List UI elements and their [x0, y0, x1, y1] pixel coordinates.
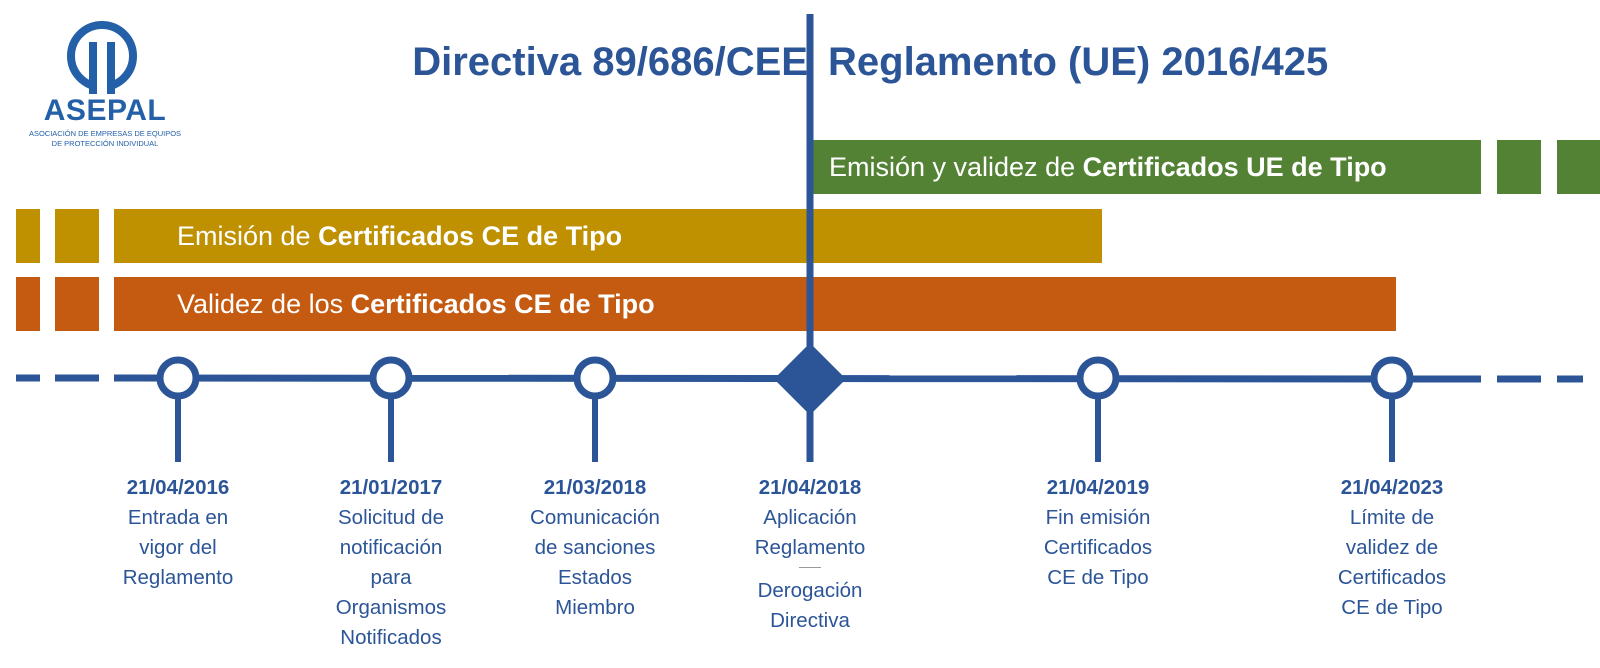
milestone-5-description: Fin emisión Certificados CE de Tipo: [1043, 506, 1153, 589]
milestone-5-date: 21/04/2019: [1046, 476, 1150, 499]
milestone-4-separator: [799, 567, 821, 576]
bar-ce-emission-dash-1: [16, 209, 40, 263]
milestone-4-date: 21/04/2018: [758, 476, 862, 499]
milestone-marker-3: [573, 356, 617, 400]
milestone-6: 21/04/2023 Límite de validez de Certific…: [1297, 473, 1487, 623]
bar-ce-emission-prefix: Emisión de: [177, 221, 319, 251]
milestone-6-date: 21/04/2023: [1340, 476, 1444, 499]
bar-ce-validity-dash-2: [55, 277, 99, 331]
heading-directive: Directiva 89/686/CEE: [412, 40, 808, 84]
milestone-2-date: 21/01/2017: [339, 476, 443, 499]
milestone-1: 21/04/2016 Entrada en vigor del Reglamen…: [83, 473, 273, 593]
bar-ce-validity-label: Validez de los Certificados CE de Tipo: [177, 277, 655, 331]
milestone-3-description: Comunicación de sanciones Estados Miembr…: [530, 506, 660, 619]
bar-ue-certificates: Emisión y validez de Certificados UE de …: [811, 140, 1481, 194]
milestone-3-date: 21/03/2018: [543, 476, 647, 499]
milestone-2: 21/01/2017 Solicitud de notificación par…: [296, 473, 486, 653]
bar-ce-validity-prefix: Validez de los: [177, 289, 351, 319]
milestone-marker-5: [1076, 356, 1120, 400]
milestone-3: 21/03/2018 Comunicación de sanciones Est…: [500, 473, 690, 623]
milestone-marker-1: [156, 356, 200, 400]
milestone-5: 21/04/2019 Fin emisión Certificados CE d…: [1003, 473, 1193, 593]
bar-ce-emission-label: Emisión de Certificados CE de Tipo: [177, 209, 622, 263]
heading-regulation: Reglamento (UE) 2016/425: [828, 40, 1329, 84]
bar-ce-validity: Validez de los Certificados CE de Tipo: [114, 277, 1396, 331]
asepal-logo-mark-icon: [67, 21, 137, 96]
bar-ue-certificates-bold: Certificados UE de Tipo: [1082, 152, 1387, 182]
bar-ce-validity-dash-1: [16, 277, 40, 331]
bar-ue-certificates-prefix: Emisión y validez de: [829, 152, 1083, 182]
bar-ue-certificates-label: Emisión y validez de Certificados UE de …: [829, 140, 1387, 194]
logo-subtitle: Asociación de Empresas de Equipos de Pro…: [28, 129, 182, 148]
milestone-1-date: 21/04/2016: [126, 476, 230, 499]
bar-ue-continuation-1: [1497, 140, 1541, 194]
milestone-marker-2: [369, 356, 413, 400]
bar-ce-emission-bold: Certificados CE de Tipo: [318, 221, 623, 251]
bar-ce-validity-bold: Certificados CE de Tipo: [350, 289, 655, 319]
milestone-marker-4-diamond: [774, 343, 846, 415]
milestone-2-description: Solicitud de notificación para Organismo…: [335, 506, 447, 649]
milestone-marker-6: [1370, 356, 1414, 400]
milestone-1-description: Entrada en vigor del Reglamento: [122, 506, 234, 589]
milestone-4-description: Aplicación Reglamento: [754, 506, 866, 559]
bar-ce-emission: Emisión de Certificados CE de Tipo: [114, 209, 1102, 263]
milestone-6-description: Límite de validez de Certificados CE de …: [1337, 506, 1447, 619]
milestone-4: 21/04/2018 Aplicación Reglamento Derogac…: [715, 473, 905, 636]
bar-ce-emission-dash-2: [55, 209, 99, 263]
logo-name: ASEPAL: [43, 94, 167, 127]
bar-ue-continuation-2: [1557, 140, 1600, 194]
milestone-4-description-2: Derogación Directiva: [757, 579, 863, 632]
